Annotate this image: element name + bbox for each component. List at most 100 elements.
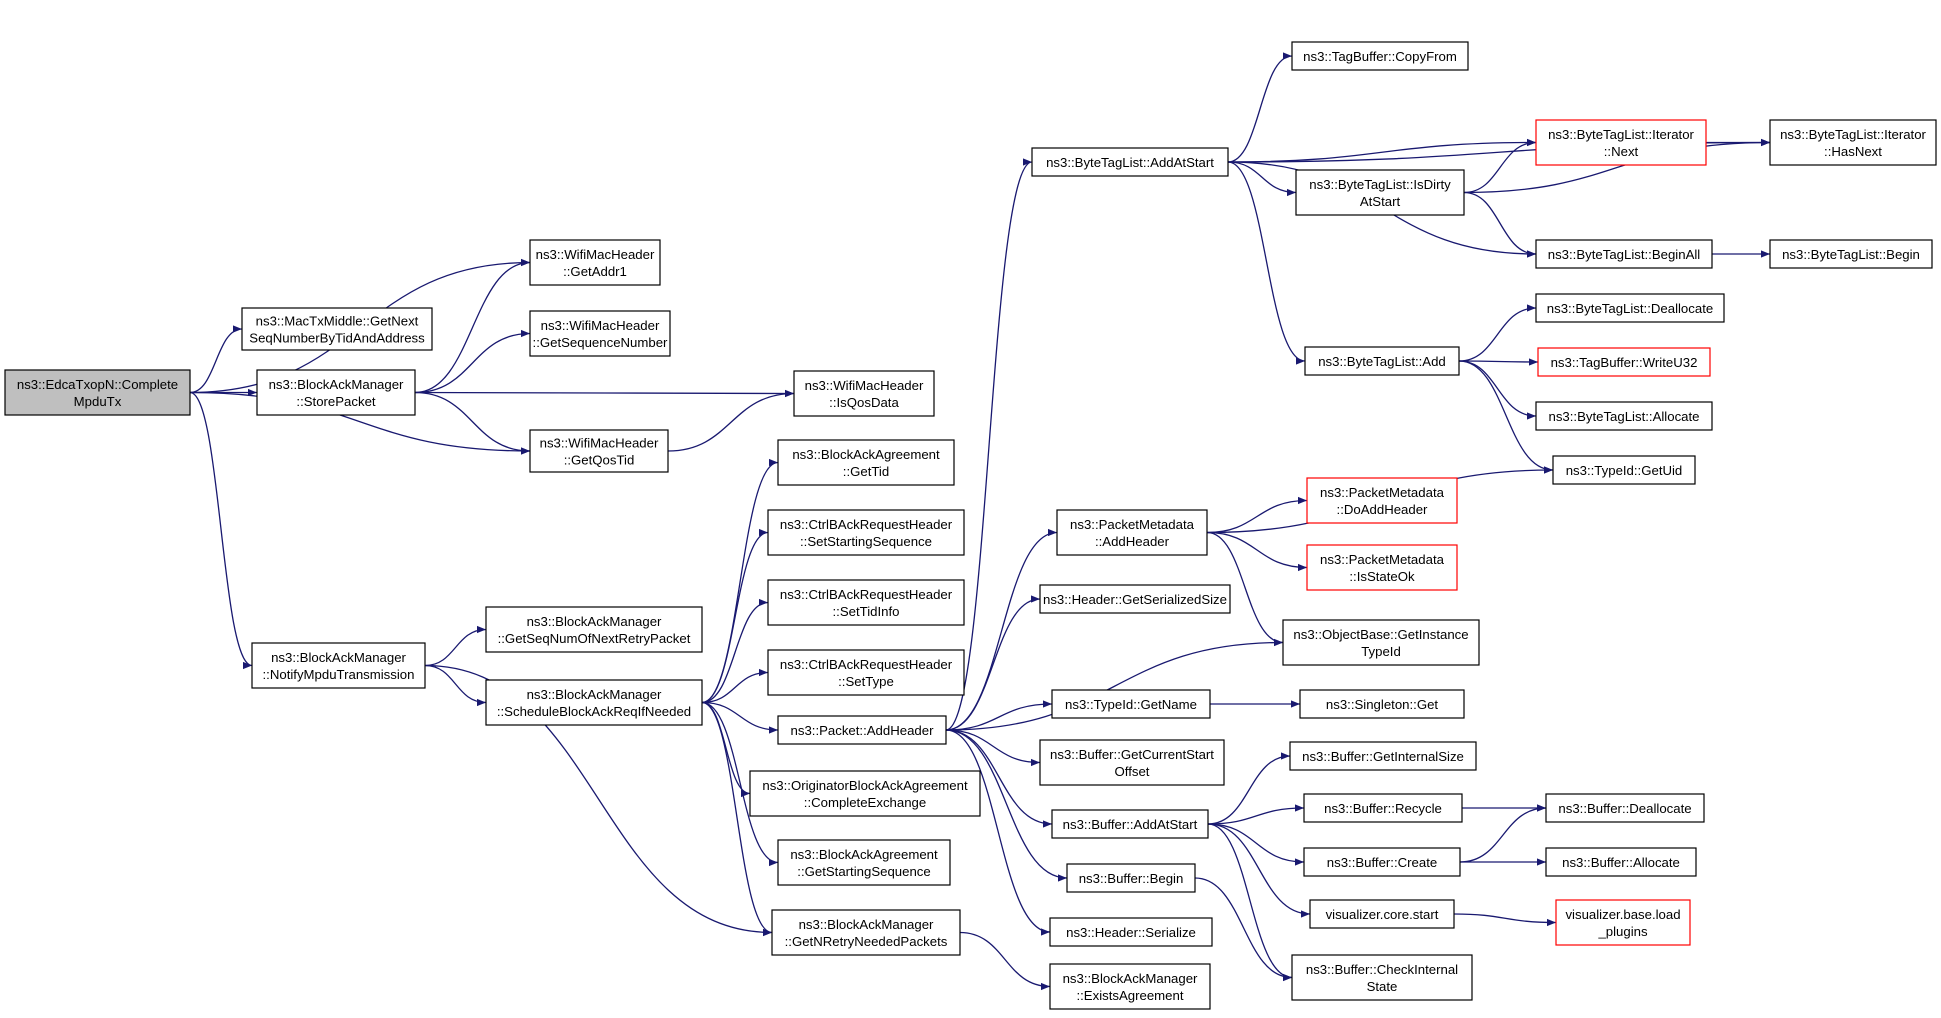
node-label: visualizer.base.load — [1565, 907, 1680, 922]
node-label: ns3::ByteTagList::AddAtStart — [1046, 155, 1214, 170]
node-tb-copyfrom[interactable]: ns3::TagBuffer::CopyFrom — [1291, 41, 1469, 71]
node-bam-storepacket[interactable]: ns3::BlockAckManager::StorePacket — [256, 369, 416, 416]
node-singleton-get[interactable]: ns3::Singleton::Get — [1299, 689, 1465, 719]
node-bam-schedule[interactable]: ns3::BlockAckManager::ScheduleBlockAckRe… — [485, 679, 703, 726]
node-cbar-settidinfo[interactable]: ns3::CtrlBAckRequestHeader::SetTidInfo — [767, 579, 965, 626]
node-wmh-getqostid[interactable]: ns3::WifiMacHeader::GetQosTid — [529, 429, 669, 473]
node-buf-getinternalsize[interactable]: ns3::Buffer::GetInternalSize — [1289, 741, 1477, 771]
node-box — [1303, 847, 1461, 877]
node-cbar-settype[interactable]: ns3::CtrlBAckRequestHeader::SetType — [767, 649, 965, 696]
node-btli-hasnext[interactable]: ns3::ByteTagList::Iterator::HasNext — [1769, 119, 1937, 166]
edge-bam-schedule-to-baa-gettid — [701, 458, 779, 704]
node-packet-addheader[interactable]: ns3::Packet::AddHeader — [777, 715, 947, 745]
node-label: State — [1367, 979, 1398, 994]
node-cbar-setstart[interactable]: ns3::CtrlBAckRequestHeader::SetStartingS… — [767, 509, 965, 556]
node-bam-getnretry[interactable]: ns3::BlockAckManager::GetNRetryNeededPac… — [771, 909, 961, 956]
node-wmh-getseqnum[interactable]: ns3::WifiMacHeader::GetSequenceNumber — [529, 310, 671, 357]
node-label: visualizer.core.start — [1326, 907, 1439, 922]
node-btli-next[interactable]: ns3::ByteTagList::Iterator::Next — [1535, 119, 1707, 166]
node-box — [1304, 346, 1460, 376]
node-buf-begin[interactable]: ns3::Buffer::Begin — [1066, 863, 1196, 893]
node-label: ns3::WifiMacHeader — [805, 378, 924, 393]
edge-btl-addatstart-to-btl-isdirty — [1227, 161, 1297, 197]
edge-bam-schedule-to-bam-getnretry — [701, 701, 773, 937]
node-baa-getstart[interactable]: ns3::BlockAckAgreement::GetStartingSeque… — [777, 839, 951, 886]
node-label: ::SetTidInfo — [833, 604, 900, 619]
node-oba-complete[interactable]: ns3::OriginatorBlockAckAgreement::Comple… — [749, 770, 981, 817]
node-mtm-getnextseq[interactable]: ns3::MacTxMiddle::GetNextSeqNumberByTidA… — [241, 307, 433, 351]
node-bam-getseqnumnext[interactable]: ns3::BlockAckManager::GetSeqNumOfNextRet… — [485, 606, 703, 653]
node-label: ns3::Header::GetSerializedSize — [1043, 592, 1227, 607]
node-bam-exists[interactable]: ns3::BlockAckManager::ExistsAgreement — [1049, 963, 1211, 1010]
node-tb-writeu32[interactable]: ns3::TagBuffer::WriteU32 — [1537, 347, 1711, 377]
node-label: ns3::TypeId::GetUid — [1566, 463, 1683, 478]
node-label: ::GetStartingSequence — [797, 864, 930, 879]
node-btl-beginall[interactable]: ns3::ByteTagList::BeginAll — [1535, 239, 1713, 269]
node-viz-base-load[interactable]: visualizer.base.load_plugins — [1555, 899, 1691, 946]
node-pm-doaddheader[interactable]: ns3::PacketMetadata::DoAddHeader — [1306, 477, 1458, 524]
node-label: ns3::ByteTagList::IsDirty — [1309, 177, 1451, 192]
node-box — [485, 679, 703, 726]
node-box — [767, 649, 965, 696]
node-box — [767, 509, 965, 556]
node-box — [1769, 119, 1937, 166]
node-label: ns3::Header::Serialize — [1066, 925, 1196, 940]
node-buf-addatstart[interactable]: ns3::Buffer::AddAtStart — [1051, 809, 1209, 839]
node-label: ns3::WifiMacHeader — [540, 436, 659, 451]
edge-viz-core-start-to-viz-base-load — [1453, 913, 1557, 927]
node-label: ns3::Buffer::GetCurrentStart — [1050, 747, 1214, 762]
edge-btl-addatstart-to-btli-next — [1227, 138, 1537, 163]
node-box — [1056, 509, 1208, 556]
node-label: ns3::BlockAckManager — [527, 614, 662, 629]
node-typeid-getuid[interactable]: ns3::TypeId::GetUid — [1552, 455, 1696, 485]
node-wmh-isqosdata[interactable]: ns3::WifiMacHeader::IsQosData — [793, 370, 935, 417]
node-box — [1051, 689, 1211, 719]
node-baa-gettid[interactable]: ns3::BlockAckAgreement::GetTid — [777, 439, 955, 486]
node-btl-allocate[interactable]: ns3::ByteTagList::Allocate — [1535, 401, 1713, 431]
node-buf-dealloc[interactable]: ns3::Buffer::Deallocate — [1545, 793, 1705, 823]
node-bam-notify[interactable]: ns3::BlockAckManager::NotifyMpduTransmis… — [251, 642, 426, 689]
node-typeid-getname[interactable]: ns3::TypeId::GetName — [1051, 689, 1211, 719]
edge-bam-storepacket-to-wmh-getaddr1 — [414, 258, 531, 394]
node-btl-addatstart[interactable]: ns3::ByteTagList::AddAtStart — [1031, 147, 1229, 177]
node-wmh-getaddr1[interactable]: ns3::WifiMacHeader::GetAddr1 — [529, 239, 661, 286]
edge-bam-schedule-to-cbar-settidinfo — [701, 598, 769, 704]
node-label: SeqNumberByTidAndAddress — [249, 331, 425, 346]
node-label: ns3::Buffer::CheckInternal — [1306, 962, 1458, 977]
node-buf-allocate[interactable]: ns3::Buffer::Allocate — [1545, 847, 1697, 877]
edge-edca-complete-mpdutx-to-mtm-getnextseq — [189, 325, 243, 394]
node-label: ns3::CtrlBAckRequestHeader — [780, 657, 953, 672]
node-label: ns3::PacketMetadata — [1070, 517, 1195, 532]
edge-buf-create-to-buf-dealloc — [1459, 804, 1547, 863]
edge-bam-schedule-to-packet-addheader — [701, 701, 779, 734]
node-label: ::SetStartingSequence — [800, 534, 932, 549]
node-btl-dealloc[interactable]: ns3::ByteTagList::Deallocate — [1535, 293, 1725, 323]
node-buf-recycle[interactable]: ns3::Buffer::Recycle — [1303, 793, 1463, 823]
node-btl-begin[interactable]: ns3::ByteTagList::Begin — [1769, 239, 1933, 269]
node-buf-create[interactable]: ns3::Buffer::Create — [1303, 847, 1461, 877]
node-box — [1552, 455, 1696, 485]
node-pm-addheader[interactable]: ns3::PacketMetadata::AddHeader — [1056, 509, 1208, 556]
node-hdr-getsize[interactable]: ns3::Header::GetSerializedSize — [1039, 584, 1231, 614]
node-btl-add[interactable]: ns3::ByteTagList::Add — [1304, 346, 1460, 376]
node-pm-isstateok[interactable]: ns3::PacketMetadata::IsStateOk — [1306, 544, 1458, 591]
node-box — [1545, 847, 1697, 877]
node-label: ns3::TagBuffer::CopyFrom — [1303, 49, 1457, 64]
node-box — [1282, 619, 1480, 666]
edge-btl-add-to-tb-writeu32 — [1458, 358, 1539, 366]
node-label: ns3::ByteTagList::Allocate — [1548, 409, 1699, 424]
node-label: TypeId — [1361, 644, 1401, 659]
node-label: ::ExistsAgreement — [1076, 988, 1183, 1003]
node-hdr-serialize[interactable]: ns3::Header::Serialize — [1049, 917, 1213, 947]
node-label: ns3::ByteTagList::Iterator — [1780, 127, 1926, 142]
node-label: ns3::Buffer::Deallocate — [1558, 801, 1691, 816]
node-box — [1039, 584, 1231, 614]
node-viz-core-start[interactable]: visualizer.core.start — [1309, 899, 1455, 929]
edge-btl-isdirty-to-btl-beginall — [1463, 191, 1537, 258]
edge-btl-isdirty-to-btli-hasnext — [1463, 138, 1771, 194]
